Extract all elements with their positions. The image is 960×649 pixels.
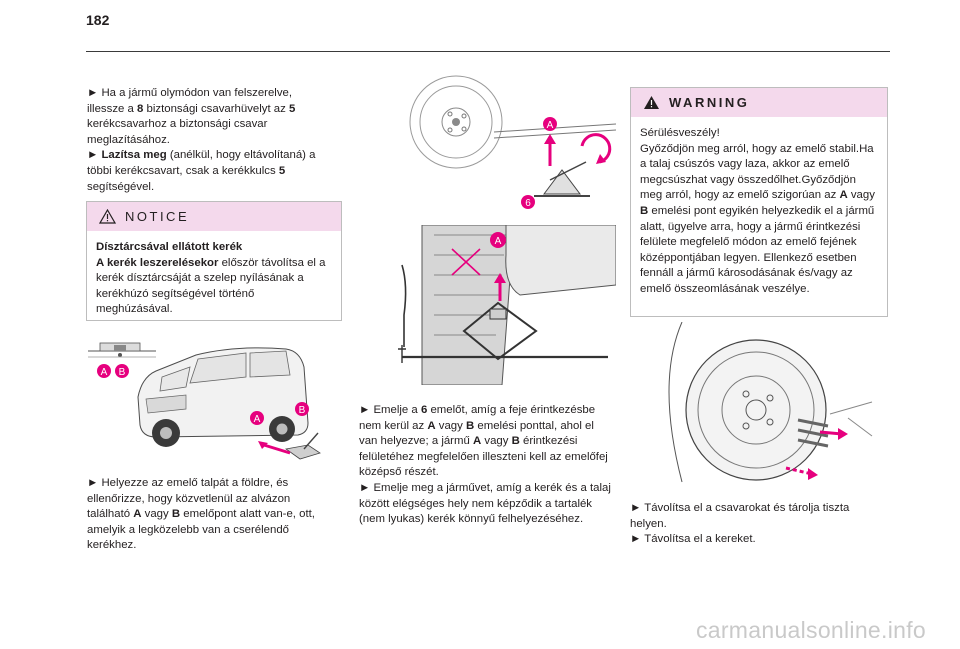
label-six: 6 [525, 198, 531, 209]
text-run: először távolítsa el a kerék dísztárcsáj… [96, 256, 326, 316]
text-run: vagy [435, 419, 466, 432]
notice-header: NOTICE [87, 202, 341, 231]
warning-body: Győződjön meg arról, hogy az emelő stabi… [640, 142, 878, 298]
text-run: vagy [481, 435, 512, 448]
text-run: biztonsági csavarhüvelyt az [143, 102, 289, 115]
text-run: ► [87, 149, 102, 162]
text-run: B [466, 419, 475, 432]
text-run: 6 [420, 404, 428, 416]
text-run: emelőt, amíg a feje érintkezésbe nem ker… [359, 404, 596, 432]
instruction-paragraph: ► Emelje meg a járművet, amíg a kerék és… [359, 481, 613, 528]
text-run: Emelje a [373, 404, 421, 416]
text-run: ► [630, 502, 645, 514]
text-run: Ha a talaj csúszós vagy laza, akkor az e… [640, 142, 874, 186]
text-run: vagy [847, 189, 875, 202]
text-run: Helyezze az emelő talpát a földre, és el… [87, 477, 291, 521]
notice-label: NOTICE [125, 209, 190, 224]
text-run: vagy [141, 508, 172, 521]
text-run: emelési pont egyikén helyezkedik el a já… [640, 204, 875, 295]
notice-title: Dísztárcsával ellátott kerék [96, 241, 243, 253]
text-run: segítségével. [87, 180, 155, 193]
instruction-paragraph: ► Ha a jármű olymódon van felszerelve, i… [87, 86, 319, 148]
col1-para3: ► Helyezze az emelő talpát a földre, és … [87, 476, 323, 554]
text-run: 5 [288, 102, 296, 115]
notice-body: A kerék leszerelésekor először távolítsa… [96, 256, 332, 318]
instruction-paragraph: ► Emelje a 6 emelőt, amíg a feje érintke… [359, 403, 613, 481]
text-run: 8 [137, 102, 144, 115]
page-number: 182 [86, 12, 110, 28]
warning-header: WARNING [631, 88, 887, 117]
col3-para: ► Távolítsa el a csavarokat és tárolja t… [630, 501, 884, 548]
col2-para: ► Emelje a 6 emelőt, amíg a feje érintke… [359, 403, 613, 528]
text-run: A kerék leszerelésekor [96, 256, 219, 269]
text-run: A [839, 189, 848, 202]
label-a: A [101, 367, 108, 378]
text-run: ► [359, 481, 374, 494]
text-run: emelési ponttal, ahol el van helyezve; a… [359, 419, 594, 448]
text-run: Távolítsa el a csavarokat és tárolja tis… [630, 502, 850, 530]
watermark: carmanualsonline.info [695, 617, 926, 643]
text-run: B [640, 204, 649, 217]
text-run: ► [87, 87, 102, 99]
car-jack-position-illustration: A B A B [86, 337, 326, 467]
jack-under-car-illustration: A [394, 225, 616, 385]
text-run: Győződjön meg arról, hogy az emelő stabi… [640, 142, 860, 155]
warning-triangle-icon [99, 209, 116, 224]
top-rule [86, 51, 890, 52]
jack-raise-illustration: A 6 [394, 74, 616, 214]
warning-title: Sérülésveszély! [640, 127, 720, 139]
text-run: ► [630, 533, 645, 546]
text-run: (anélkül, hogy eltávolítaná) a többi ker… [87, 149, 316, 177]
instruction-paragraph: ► Távolítsa el a csavarokat és tárolja t… [630, 501, 884, 532]
text-run: Győződjön meg arról, hogy az emelő szigo… [640, 173, 856, 202]
wheel-removal-illustration [660, 322, 882, 484]
warning-box: WARNING Sérülésveszély! Győződjön meg ar… [630, 87, 888, 317]
text-run: Ha a jármű olymódon van felszerelve, ill… [87, 87, 293, 115]
text-run: A [427, 419, 436, 432]
text-run: A [133, 508, 142, 521]
text-run: ► [87, 477, 102, 489]
instruction-paragraph: ► Távolítsa el a kereket. [630, 532, 884, 548]
text-run: 5 [278, 164, 286, 177]
label-a: A [495, 236, 502, 247]
text-run: érintkezési felületéhez megfelelően ille… [359, 435, 608, 479]
text-run: A [472, 435, 482, 448]
text-run: kerékcsavarhoz a biztonsági csavar megla… [87, 118, 268, 146]
label-a: A [254, 414, 261, 425]
text-run: Lazítsa meg [101, 149, 167, 162]
text-run: emelőpont alatt van-e, ott, amelyik a le… [87, 508, 315, 552]
label-b: B [119, 367, 126, 378]
text-run: B [171, 508, 181, 521]
instruction-paragraph: ► Lazítsa meg (anélkül, hogy eltávolítan… [87, 148, 319, 195]
instruction-paragraph: ► Helyezze az emelő talpát a földre, és … [87, 476, 323, 554]
label-a: A [547, 120, 554, 131]
text-run: ► [359, 404, 374, 416]
notice-box: NOTICE Dísztárcsával ellátott kerék A ke… [86, 201, 342, 321]
text-run: Emelje meg a járművet, amíg a kerék és a… [359, 481, 611, 526]
warning-label: WARNING [669, 95, 750, 110]
label-b: B [299, 405, 306, 416]
col1-para1: ► Ha a jármű olymódon van felszerelve, i… [87, 86, 319, 195]
text-run: Távolítsa el a kereket. [644, 533, 756, 546]
warning-triangle-icon [644, 96, 659, 109]
text-run: B [511, 435, 520, 448]
